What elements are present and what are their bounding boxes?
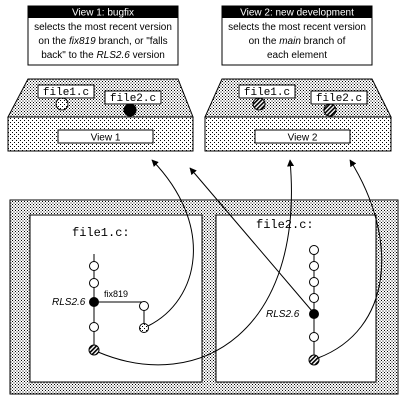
file1-version-node	[89, 322, 99, 332]
file1-baseline-node	[89, 297, 99, 307]
file1-version-node	[89, 261, 99, 271]
view1-box-top	[7, 78, 194, 118]
view1-name-plate	[57, 129, 154, 144]
file1-baseline-label: RLS2.6	[52, 297, 86, 308]
view1-title: View 1: bugfix	[72, 8, 134, 19]
view1-caption: View 1: bugfix selects the most recent v…	[27, 5, 179, 66]
view2-title: View 2: new development	[240, 8, 354, 19]
view2-file1-label: file1.c	[244, 87, 290, 99]
file2-version-node	[309, 332, 319, 342]
file1-version-node	[89, 278, 99, 288]
view2-title-bar	[222, 6, 372, 18]
vob-area: file1.c: file2.c:	[9, 199, 399, 395]
file1-latest-main-node	[88, 344, 100, 356]
view1-file2-label: file2.c	[110, 93, 156, 105]
file2-version-node	[309, 261, 319, 271]
file2-version-node	[309, 293, 319, 303]
view2-name-plate	[254, 129, 351, 144]
file2-baseline-label: RLS2.6	[266, 309, 300, 320]
file2-version-tree: RLS2.6	[266, 245, 320, 366]
view1-desc-line1: selects the most recent version	[34, 22, 172, 33]
view1-file1-version-icon	[55, 97, 69, 111]
file1-fix819-latest-node	[139, 323, 149, 333]
file2-baseline-node	[309, 309, 319, 319]
view1-name: View 1	[91, 133, 121, 144]
view1-desc-line2: on the fix819 branch, or "falls	[38, 36, 167, 47]
view2-file1-tag	[238, 84, 296, 99]
element-file2-title: file2.c:	[256, 218, 314, 232]
file2-version-node	[309, 245, 319, 255]
view1-file1-tag	[37, 84, 95, 99]
view1-desc-line3: back" to the RLS2.6 version	[41, 50, 165, 61]
view2-name: View 2	[288, 133, 318, 144]
view1-title-bar	[28, 6, 178, 18]
element-file1-panel	[29, 214, 203, 383]
file2-latest-main-node	[308, 354, 320, 366]
arrow-view2-file2	[317, 159, 383, 359]
file1-branch-label: fix819	[104, 289, 128, 299]
view1-box[interactable]: file1.c file2.c View 1	[7, 78, 194, 152]
element-file1-title: file1.c:	[72, 226, 130, 240]
view2-desc-line3: each element	[267, 50, 327, 61]
view2-file2-tag	[310, 90, 368, 105]
view2-desc-line2: on the main branch of	[249, 36, 346, 47]
file1-fix819-node	[139, 301, 149, 311]
arrow-view1-file1	[147, 159, 194, 327]
arrow-view1-file2	[189, 167, 313, 312]
view2-file1-version-icon	[252, 97, 266, 111]
selection-arrows	[97, 159, 383, 366]
view1-file1-label: file1.c	[43, 87, 89, 99]
view2-box[interactable]: file1.c file2.c View 2	[204, 78, 392, 152]
element-file2-panel	[215, 214, 377, 383]
arrow-view2-file1	[97, 159, 295, 366]
file2-version-node	[309, 277, 319, 287]
view1-file2-tag	[104, 90, 162, 105]
file1-version-tree: RLS2.6 fix819	[52, 254, 149, 356]
view2-desc-line1: selects the most recent version	[228, 22, 366, 33]
view1-file2-version-icon	[123, 103, 137, 117]
view2-file2-version-icon	[323, 103, 337, 117]
view2-file2-label: file2.c	[316, 93, 362, 105]
view2-caption: View 2: new development selects the most…	[221, 5, 373, 66]
